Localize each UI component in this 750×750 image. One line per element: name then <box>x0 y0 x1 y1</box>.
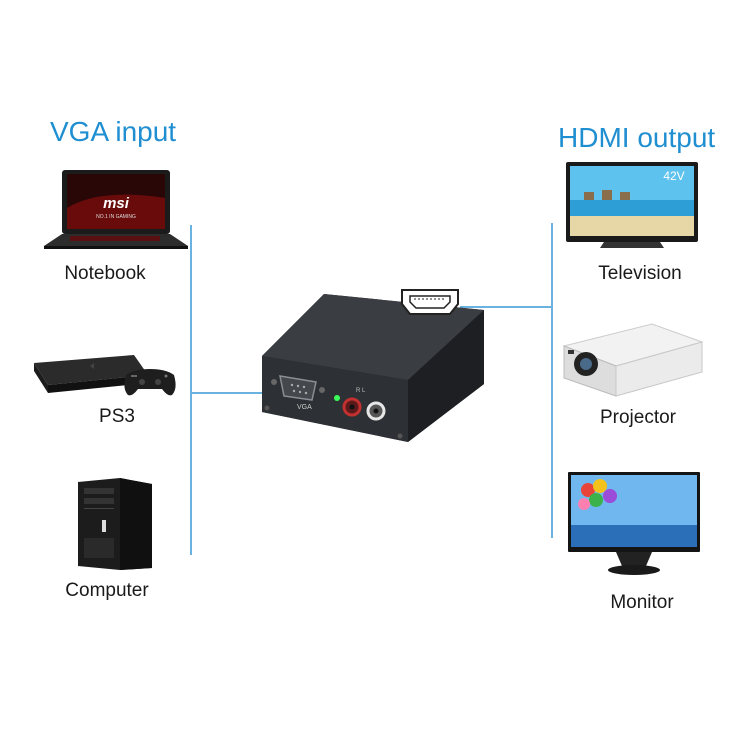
monitor-label: Monitor <box>610 592 674 613</box>
power-led-icon <box>334 395 340 401</box>
tv-screen-text: 42V <box>663 169 684 183</box>
television-label: Television <box>598 263 682 284</box>
audio-rca-jacks-icon <box>342 397 386 421</box>
vga-input-heading: VGA input <box>50 116 177 147</box>
hdmi-connector-icon <box>401 289 459 315</box>
laptop-screen-brand: msi <box>103 195 130 212</box>
television-icon: 42V <box>566 162 698 248</box>
converter-box: VGA R L <box>262 294 484 442</box>
audio-label: R L <box>356 388 366 394</box>
hdmi-output-heading: HDMI output <box>558 122 716 153</box>
game-console-icon <box>34 355 176 396</box>
notebook-label: Notebook <box>64 263 146 284</box>
output-bus-line <box>551 223 553 538</box>
desktop-tower-icon <box>78 478 152 570</box>
laptop-screen-tagline: NO.1 IN GAMING <box>96 214 136 220</box>
monitor-icon <box>568 472 700 575</box>
ps3-label: PS3 <box>99 406 135 427</box>
vga-port-icon <box>271 375 325 401</box>
laptop-icon: msi NO.1 IN GAMING <box>44 170 188 249</box>
projector-icon <box>562 323 704 397</box>
computer-label: Computer <box>65 580 149 601</box>
projector-label: Projector <box>599 407 677 428</box>
converter-to-output-line <box>460 306 553 308</box>
input-to-converter-line <box>190 392 300 394</box>
input-bus-line <box>190 225 192 555</box>
vga-port-label: VGA <box>297 404 312 411</box>
